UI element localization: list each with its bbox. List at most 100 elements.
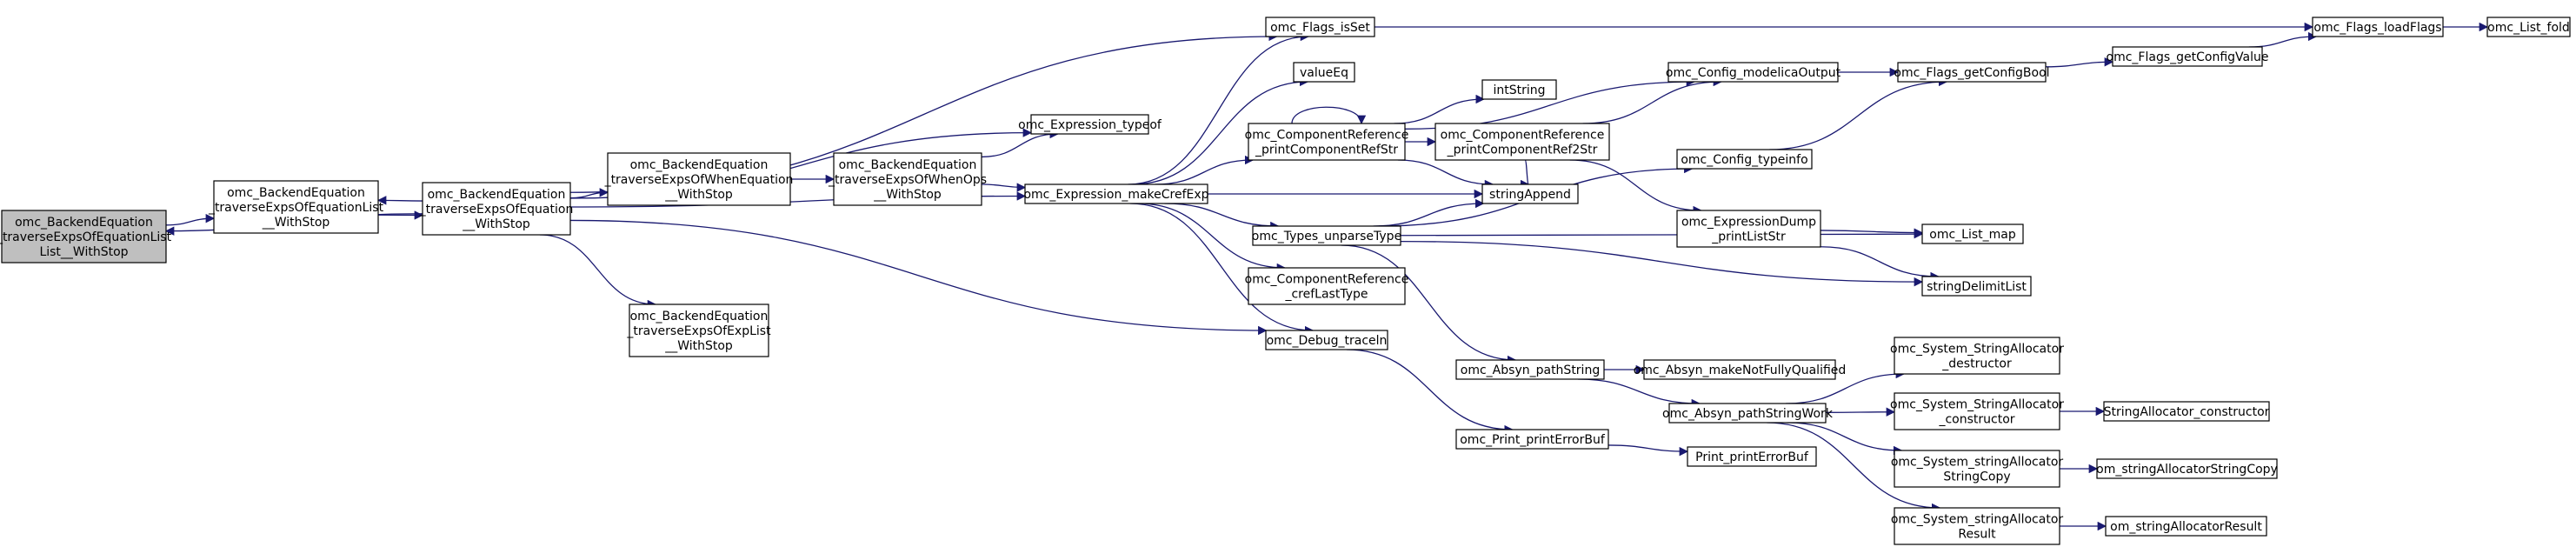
node-delimit[interactable]: stringDelimitList (1921, 276, 2032, 297)
node-getvalue[interactable]: omc_Flags_getConfigValue (2107, 46, 2269, 67)
node-box[interactable] (1024, 183, 1208, 204)
node-listmap[interactable]: omc_List_map (1921, 223, 2024, 244)
node-label-line: omc_Flags_isSet (1270, 21, 1370, 35)
node-label-line: __WithStop (664, 188, 733, 202)
node-box[interactable] (1921, 276, 2032, 297)
node-label-line: omc_ComponentReference (1441, 129, 1605, 143)
node-box[interactable] (607, 152, 791, 206)
node-label-line: omc_Expression_typeof (1018, 118, 1162, 132)
node-typeof[interactable]: omc_Expression_typeof (1018, 114, 1162, 135)
node-listfold[interactable]: omc_List_fold (2486, 17, 2571, 37)
node-box[interactable] (1252, 225, 1401, 246)
node-box[interactable] (1293, 62, 1355, 83)
node-omresult[interactable]: om_stringAllocatorResult (2105, 516, 2267, 537)
node-root[interactable]: omc_BackendEquation_traverseExpsOfEquati… (0, 210, 172, 263)
node-label-line: omc_Print_printErrorBuf (1460, 433, 1606, 447)
node-box[interactable] (1030, 114, 1149, 135)
node-getbool[interactable]: omc_Flags_getConfigBool (1894, 62, 2050, 83)
node-box[interactable] (1687, 446, 1817, 467)
node-whenops[interactable]: omc_BackendEquation_traverseExpsOfWhenOp… (828, 152, 987, 206)
node-eqlist[interactable]: omc_BackendEquation_traverseExpsOfEquati… (208, 180, 384, 234)
node-label-line: __WithStop (262, 216, 330, 230)
node-box[interactable] (2105, 516, 2267, 537)
node-box[interactable] (2486, 17, 2571, 37)
node-pathstring[interactable]: omc_Absyn_pathString (1455, 359, 1605, 380)
node-saresult[interactable]: omc_System_stringAllocatorResult (1891, 507, 2064, 545)
node-box[interactable] (833, 152, 982, 206)
node-box[interactable] (1897, 62, 2047, 83)
node-box[interactable] (1481, 79, 1557, 100)
node-box[interactable] (1894, 450, 2060, 488)
node-box[interactable] (1894, 507, 2060, 545)
node-sacopy[interactable]: omc_System_stringAllocatorStringCopy (1891, 450, 2064, 488)
node-label-line: _constructor (1938, 413, 2014, 427)
node-creflast[interactable]: omc_ComponentReference_crefLastType (1245, 267, 1409, 305)
node-label-line: Print_printErrorBuf (1695, 450, 1809, 464)
node-box[interactable] (422, 182, 571, 236)
node-loadflags[interactable]: omc_Flags_loadFlags (2312, 17, 2444, 37)
node-unparse[interactable]: omc_Types_unparseType (1252, 225, 1401, 246)
node-box[interactable] (2112, 46, 2263, 67)
edge-makecref-to-unparse (1164, 203, 1280, 231)
node-box[interactable] (2096, 458, 2278, 479)
edge-unparse-to-stringappend (1373, 198, 1485, 227)
node-saconstructor[interactable]: StringAllocator_constructor (2103, 401, 2270, 422)
node-wheneq[interactable]: omc_BackendEquation_traverseExpsOfWhenEq… (604, 152, 794, 206)
node-box[interactable] (1643, 359, 1836, 380)
node-label-line: om_stringAllocatorStringCopy (2096, 463, 2278, 477)
node-box[interactable] (2312, 17, 2444, 37)
node-label-line: omc_Config_modelicaOutput (1666, 66, 1841, 80)
node-constructor[interactable]: omc_System_StringAllocator_constructor (1890, 392, 2064, 430)
node-liststr[interactable]: omc_ExpressionDump_printListStr (1676, 210, 1821, 248)
node-box[interactable] (2103, 401, 2270, 422)
node-box[interactable] (1481, 183, 1579, 204)
node-box[interactable] (1676, 210, 1821, 248)
node-box[interactable] (1921, 223, 2024, 244)
node-tracein[interactable]: omc_Debug_traceln (1265, 330, 1388, 350)
node-pathwork[interactable]: omc_Absyn_pathStringWork (1662, 403, 1834, 424)
node-intstring[interactable]: intString (1481, 79, 1557, 100)
node-valueeq[interactable]: valueEq (1293, 62, 1355, 83)
edge-liststr-to-listmap (1820, 228, 1924, 237)
node-omcopy[interactable]: om_stringAllocatorStringCopy (2096, 458, 2278, 479)
node-crefstr[interactable]: omc_ComponentReference_printComponentRef… (1245, 123, 1409, 161)
node-perrbuf[interactable]: Print_printErrorBuf (1687, 446, 1817, 467)
node-box[interactable] (1248, 267, 1406, 305)
edge-cref2str-to-stringappend (1520, 159, 1530, 190)
node-box[interactable] (1894, 392, 2060, 430)
node-modoutput[interactable]: omc_Config_modelicaOutput (1666, 62, 1841, 83)
node-box[interactable] (1248, 123, 1406, 161)
node-box[interactable] (629, 304, 769, 357)
node-box[interactable] (1455, 359, 1605, 380)
node-makecref[interactable]: omc_Expression_makeCrefExp (1023, 183, 1209, 204)
node-label-line: stringDelimitList (1927, 280, 2027, 294)
node-label-line: _traverseExpsOfEquationList (0, 230, 172, 244)
node-box[interactable] (1894, 337, 2060, 375)
node-errorbuf[interactable]: omc_Print_printErrorBuf (1455, 429, 1609, 450)
node-label-line: Result (1958, 528, 1996, 542)
node-box[interactable] (1265, 330, 1388, 350)
node-isset[interactable]: omc_Flags_isSet (1265, 17, 1375, 37)
node-box[interactable] (1265, 17, 1375, 37)
node-box[interactable] (1668, 403, 1827, 424)
node-eq[interactable]: omc_BackendEquation_traverseExpsOfEquati… (419, 182, 574, 236)
edge-crefstr-to-stringappend (1397, 159, 1494, 190)
node-cref2str[interactable]: omc_ComponentReference_printComponentRef… (1434, 123, 1610, 161)
node-notfully[interactable]: omc_Absyn_makeNotFullyQualified (1634, 359, 1847, 380)
node-typeinfo[interactable]: omc_Config_typeinfo (1676, 149, 1813, 170)
node-box[interactable] (1, 210, 167, 263)
node-box[interactable] (1676, 149, 1813, 170)
edge-root-to-eqlist (165, 213, 216, 226)
node-explist[interactable]: omc_BackendEquation_traverseExpsOfExpLis… (626, 304, 771, 357)
edge-unparse-to-pathstring (1341, 244, 1517, 365)
nodes-layer: omc_BackendEquation _traverseExpsOfEquati… (0, 17, 2571, 545)
node-destructor[interactable]: omc_System_StringAllocator_destructor (1890, 337, 2064, 375)
edge-unparse-to-delimit (1400, 240, 1924, 287)
node-box[interactable] (1667, 62, 1839, 83)
node-box[interactable] (1455, 429, 1609, 450)
node-label-line: omc_BackendEquation (839, 158, 977, 172)
node-stringappend[interactable]: stringAppend (1481, 183, 1579, 204)
node-box[interactable] (1434, 123, 1610, 161)
node-box[interactable] (213, 180, 379, 234)
edge-whenops-to-makecref (981, 183, 1027, 192)
